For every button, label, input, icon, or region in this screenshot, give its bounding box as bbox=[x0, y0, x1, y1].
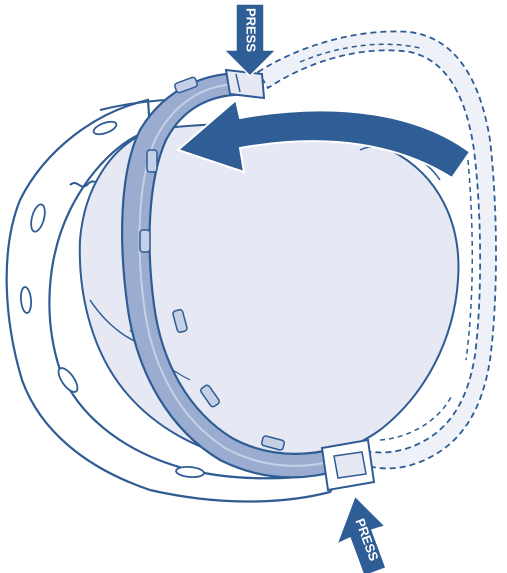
press-label-top: PRESS bbox=[244, 8, 259, 52]
press-arrow-bottom: PRESS bbox=[337, 496, 386, 573]
top-clip bbox=[226, 70, 264, 98]
bottom-clip bbox=[322, 440, 374, 490]
